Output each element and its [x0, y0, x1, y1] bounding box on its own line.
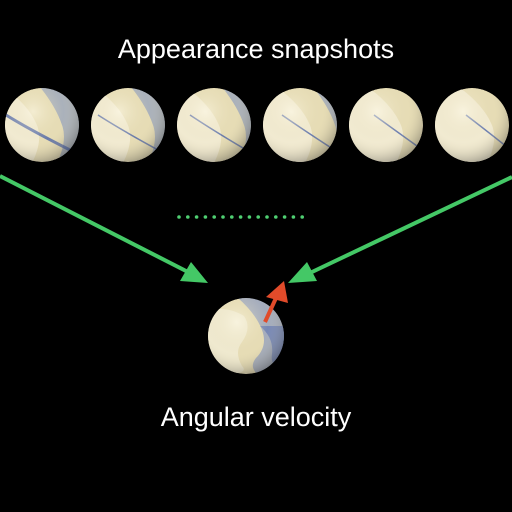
ellipsis-dot	[230, 215, 234, 219]
ellipsis-dot	[256, 215, 261, 219]
title-appearance-snapshots: Appearance snapshots	[117, 34, 395, 64]
ellipsis-dot	[282, 215, 287, 219]
ellipsis-dot	[212, 215, 216, 219]
ellipsis-dot	[238, 215, 243, 219]
ellipsis-dot	[177, 215, 181, 219]
ellipsis-dot	[247, 215, 252, 219]
result-sphere	[208, 298, 284, 374]
ellipsis-dot	[291, 215, 296, 219]
ellipsis-dots	[177, 215, 305, 219]
ellipsis-dot	[221, 215, 225, 219]
snapshot-sphere	[349, 88, 423, 162]
footer-angular-velocity: Angular velocity	[160, 402, 352, 432]
angular-velocity-arrow	[263, 281, 288, 323]
snapshot-sphere	[91, 88, 165, 162]
snapshot-sphere	[435, 88, 509, 162]
snapshot-row	[5, 88, 509, 162]
ellipsis-dot	[274, 215, 278, 219]
snapshot-sphere	[263, 88, 337, 162]
snapshot-sphere	[5, 88, 79, 162]
ellipsis-dot	[203, 215, 208, 219]
ellipsis-dot	[194, 215, 199, 219]
left-green-arrow	[0, 174, 208, 283]
snapshot-sphere	[177, 88, 251, 162]
ellipsis-dot	[186, 215, 190, 219]
ellipsis-dot	[300, 215, 305, 219]
right-green-arrow	[288, 175, 512, 283]
ellipsis-dot	[265, 215, 269, 219]
